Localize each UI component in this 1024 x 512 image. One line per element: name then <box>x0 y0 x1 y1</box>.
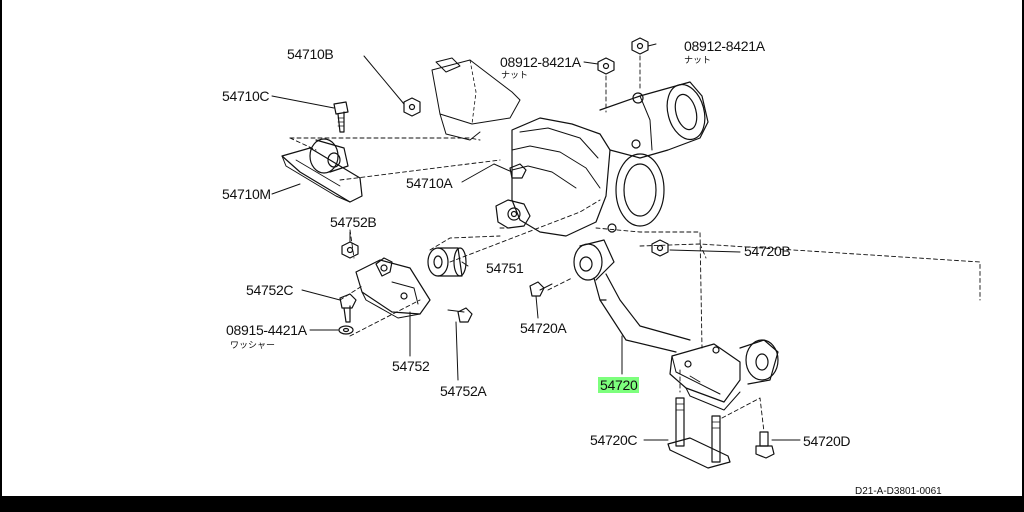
bolt-54710A <box>493 163 527 179</box>
label-54720D: 54720D <box>803 433 851 449</box>
crossmember-54720 <box>573 239 779 411</box>
nut-54752B <box>341 241 359 259</box>
bolt-54752C <box>339 293 357 323</box>
label-54752: 54752 <box>392 358 430 374</box>
label-08912-right-sub: ナット <box>684 55 712 65</box>
label-54752A: 54752A <box>440 383 487 399</box>
label-54752C: 54752C <box>246 282 294 298</box>
label-08912-left-sub: ナット <box>501 70 529 80</box>
relation-lines <box>289 55 981 433</box>
label-08915-sub: ワッシャー <box>230 340 276 350</box>
label-54710B: 54710B <box>287 46 334 62</box>
leader-lines <box>271 43 801 441</box>
label-08915: 08915-4421A <box>226 322 307 338</box>
parts-diagram <box>271 37 981 469</box>
nut-54710B <box>403 97 421 117</box>
bottom-bar <box>0 496 1024 512</box>
diagram-code: D21-A-D3801-0061 <box>855 486 942 497</box>
bolt-54720A <box>529 281 553 297</box>
left-edge-strip <box>0 0 2 496</box>
label-54720B: 54720B <box>744 243 791 259</box>
washer-08915 <box>338 325 354 335</box>
label-54710A: 54710A <box>406 175 453 191</box>
bolt-54752A <box>447 307 473 323</box>
bolt-54720D <box>755 431 775 459</box>
label-54752B: 54752B <box>330 214 377 230</box>
label-54720C: 54720C <box>590 432 638 448</box>
nut-54720B <box>651 239 669 257</box>
label-08912-left: 08912-8421A <box>500 54 581 70</box>
right-edge-strip <box>1022 0 1024 496</box>
mount-54710M <box>281 138 363 203</box>
label-54710C: 54710C <box>222 88 270 104</box>
label-54710M: 54710M <box>222 186 271 202</box>
label-08912-right: 08912-8421A <box>684 38 765 54</box>
label-54720-highlight: 54720 <box>598 377 640 393</box>
label-54751: 54751 <box>486 260 524 276</box>
bushing-54751 <box>427 247 467 277</box>
label-54720: 54720 <box>598 377 640 393</box>
studs-54720C <box>667 397 731 469</box>
label-54720A: 54720A <box>520 320 567 336</box>
bolt-54710C <box>333 101 349 133</box>
nut-08912-right <box>631 37 649 55</box>
differential-housing <box>431 57 709 237</box>
nut-08912-left <box>597 57 615 75</box>
bracket-54752 <box>355 257 431 319</box>
